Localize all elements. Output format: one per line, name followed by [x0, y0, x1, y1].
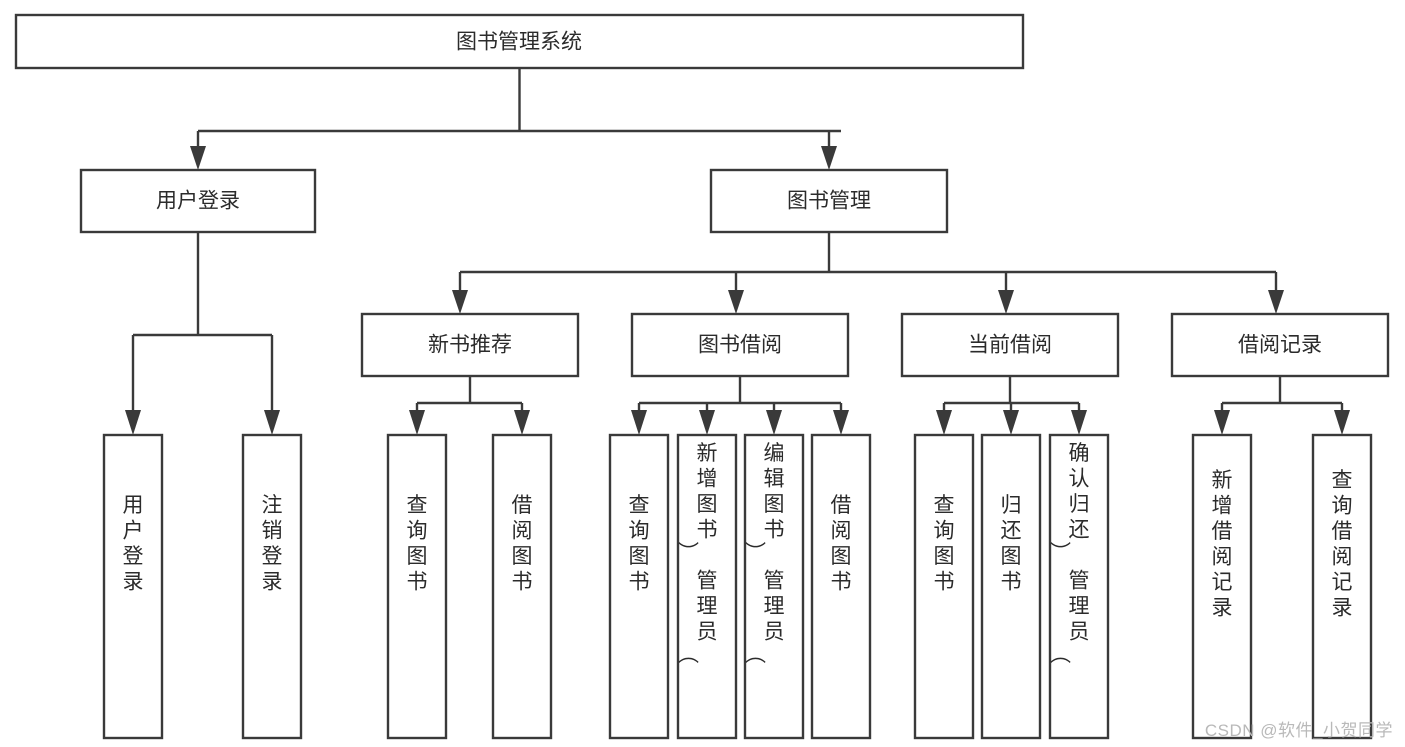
node-leaf-user-login-box[interactable]	[102, 433, 164, 740]
node-current-borrow-box[interactable]	[900, 312, 1120, 378]
arrow-head-new-book-rec	[452, 290, 468, 314]
node-leaf-query-book-2-box[interactable]	[608, 433, 670, 740]
arrow-head-book-manage	[821, 146, 837, 170]
arrow-head-leaf-add-record	[1214, 410, 1230, 435]
node-leaf-borrow-book-1-label: 借阅图书	[512, 494, 533, 594]
node-leaf-add-record-box[interactable]	[1191, 433, 1253, 740]
node-borrow-record-box[interactable]	[1170, 312, 1390, 378]
node-root-box[interactable]	[14, 13, 1025, 70]
node-user-login-label: 用户登录	[156, 190, 240, 213]
node-leaf-query-book-1-box[interactable]	[386, 433, 448, 740]
node-leaf-logout-login[interactable]: 注销登录	[241, 433, 303, 740]
node-leaf-return-book[interactable]: 归还图书	[980, 433, 1042, 740]
node-book-manage-box[interactable]	[709, 168, 949, 234]
node-leaf-user-login-label: 用户登录	[123, 494, 144, 594]
arrow-head-user-login	[190, 146, 206, 170]
node-borrow-record[interactable]: 借阅记录	[1170, 312, 1390, 378]
node-leaf-query-record-box[interactable]	[1311, 433, 1373, 740]
node-leaf-add-book-box[interactable]	[676, 433, 738, 740]
node-leaf-edit-book-label: 编辑图书（管理员）	[746, 442, 785, 664]
node-leaf-edit-book[interactable]: 编辑图书（管理员）	[743, 433, 805, 740]
node-leaf-add-book-label: 新增图书（管理员）	[679, 442, 718, 664]
arrow-head-borrow-record	[1268, 290, 1284, 314]
connector-layer	[125, 68, 1350, 435]
node-leaf-return-book-box[interactable]	[980, 433, 1042, 740]
arrow-head-leaf-edit-book	[766, 410, 782, 435]
node-leaf-borrow-book-1[interactable]: 借阅图书	[491, 433, 553, 740]
arrow-head-leaf-return-book	[1003, 410, 1019, 435]
node-leaf-add-book[interactable]: 新增图书（管理员）	[676, 433, 738, 740]
node-leaf-query-book-3-box[interactable]	[913, 433, 975, 740]
node-user-login[interactable]: 用户登录	[79, 168, 317, 234]
node-borrow-record-label: 借阅记录	[1238, 334, 1322, 357]
node-leaf-query-book-3[interactable]: 查询图书	[913, 433, 975, 740]
node-book-borrow[interactable]: 图书借阅	[630, 312, 850, 378]
arrow-head-leaf-logout-login	[264, 410, 280, 435]
node-leaf-logout-login-box[interactable]	[241, 433, 303, 740]
node-new-book-rec[interactable]: 新书推荐	[360, 312, 580, 378]
node-leaf-query-book-3-label: 查询图书	[934, 494, 955, 594]
arrow-head-leaf-query-book-2	[631, 410, 647, 435]
node-current-borrow-label: 当前借阅	[968, 334, 1052, 357]
node-leaf-query-record[interactable]: 查询借阅记录	[1311, 433, 1373, 740]
node-user-login-box[interactable]	[79, 168, 317, 234]
arrow-head-leaf-borrow-book-2	[833, 410, 849, 435]
arrow-head-leaf-confirm-return	[1071, 410, 1087, 435]
node-leaf-query-book-1-label: 查询图书	[407, 494, 428, 594]
node-leaf-borrow-book-2-box[interactable]	[810, 433, 872, 740]
node-leaf-confirm-return-box[interactable]	[1048, 433, 1110, 740]
node-book-borrow-label: 图书借阅	[698, 334, 782, 357]
node-leaf-borrow-book-2[interactable]: 借阅图书	[810, 433, 872, 740]
node-current-borrow[interactable]: 当前借阅	[900, 312, 1120, 378]
node-book-borrow-box[interactable]	[630, 312, 850, 378]
node-leaf-add-record[interactable]: 新增借阅记录	[1191, 433, 1253, 740]
arrow-head-current-borrow	[998, 290, 1014, 314]
node-book-manage[interactable]: 图书管理	[709, 168, 949, 234]
node-leaf-borrow-book-1-box[interactable]	[491, 433, 553, 740]
node-leaf-confirm-return[interactable]: 确认归还（管理员）	[1048, 433, 1110, 740]
node-new-book-rec-box[interactable]	[360, 312, 580, 378]
node-leaf-query-book-1[interactable]: 查询图书	[386, 433, 448, 740]
node-leaf-add-record-label: 新增借阅记录	[1212, 469, 1233, 620]
node-root[interactable]: 图书管理系统	[14, 13, 1025, 70]
arrow-head-leaf-query-record	[1334, 410, 1350, 435]
node-book-manage-label: 图书管理	[787, 190, 871, 213]
arrow-head-leaf-query-book-3	[936, 410, 952, 435]
arrow-head-leaf-borrow-book-1	[514, 410, 530, 435]
arrow-head-book-borrow	[728, 290, 744, 314]
node-leaf-edit-book-box[interactable]	[743, 433, 805, 740]
node-root-label: 图书管理系统	[456, 31, 582, 54]
arrow-head-leaf-add-book	[699, 410, 715, 435]
node-leaf-return-book-label: 归还图书	[1001, 494, 1022, 594]
node-leaf-confirm-return-label: 确认归还（管理员）	[1051, 442, 1090, 664]
node-leaf-query-record-label: 查询借阅记录	[1332, 469, 1353, 620]
node-leaf-query-book-2-label: 查询图书	[629, 494, 650, 594]
node-new-book-rec-label: 新书推荐	[428, 334, 512, 357]
node-leaf-query-book-2[interactable]: 查询图书	[608, 433, 670, 740]
node-leaf-borrow-book-2-label: 借阅图书	[831, 494, 852, 594]
node-leaf-logout-login-label: 注销登录	[262, 494, 283, 594]
arrow-head-leaf-user-login	[125, 410, 141, 435]
node-leaf-user-login[interactable]: 用户登录	[102, 433, 164, 740]
arrow-head-leaf-query-book-1	[409, 410, 425, 435]
